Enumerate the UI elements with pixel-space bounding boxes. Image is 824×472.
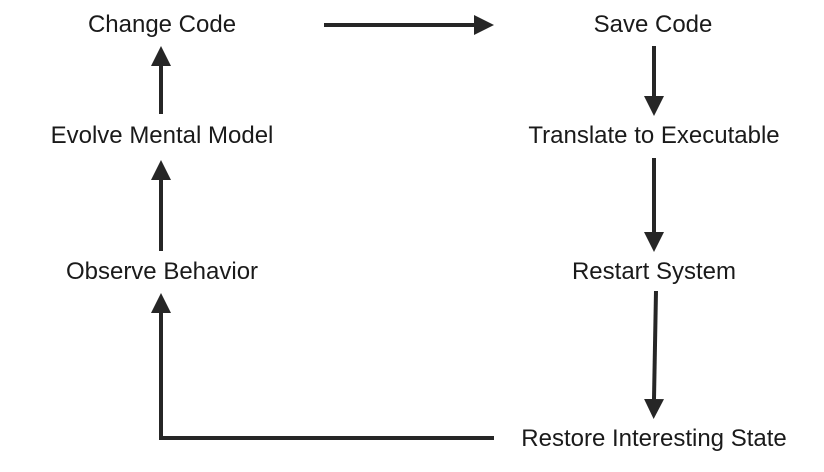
node-translate-to-executable: Translate to Executable: [528, 122, 780, 149]
node-evolve-mental-model: Evolve Mental Model: [50, 122, 274, 149]
arrow-restore-to-observe: [151, 293, 494, 440]
node-observe-behavior: Observe Behavior: [65, 258, 259, 285]
node-restart-system: Restart System: [571, 258, 737, 285]
arrow-restart-to-restore: [644, 290, 664, 419]
node-change-code: Change Code: [87, 11, 237, 38]
node-save-code: Save Code: [593, 11, 713, 38]
node-restore-interesting-state: Restore Interesting State: [521, 425, 787, 452]
